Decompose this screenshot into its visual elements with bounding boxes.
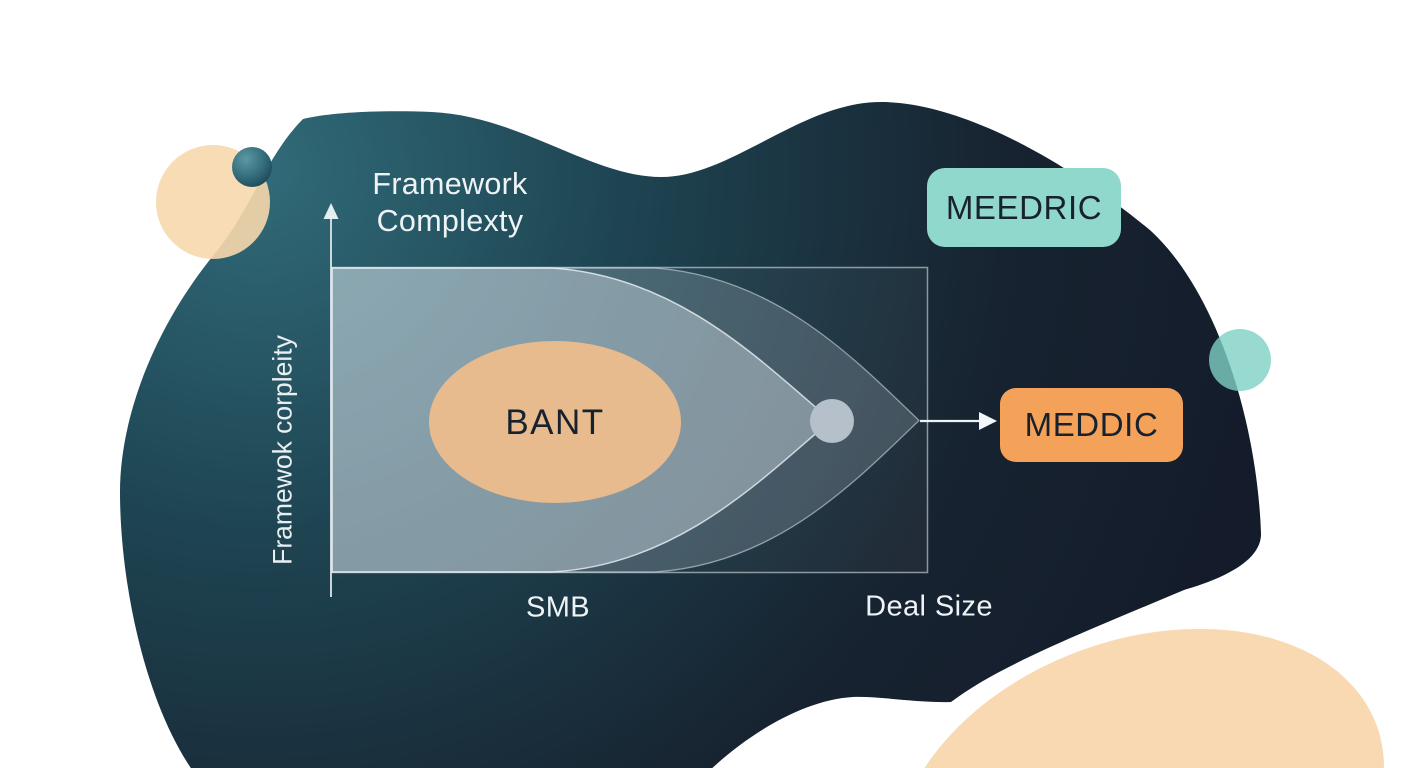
meddic-arrowhead-icon [979,412,997,430]
chart-title-line1: Framework [372,167,528,201]
y-axis-arrowhead-icon [323,203,339,219]
chart-title: Framework Complexty [352,166,548,240]
chart-title-line2: Complexty [376,204,524,238]
funnel-node-circle [810,399,854,443]
meddic-badge: MEDDIC [1000,388,1183,462]
meedric-badge-label: MEEDRIC [945,188,1103,226]
peach-blob-bottom-right [895,628,1385,768]
meddic-badge-label: MEDDIC [1024,406,1159,443]
y-axis-label: Framewok corpleity [267,335,298,565]
x-axis-label-deal-size: Deal Size [865,590,993,623]
bant-node-label: BANT [505,403,605,442]
mint-circle-right [1209,329,1271,391]
meedric-badge: MEEDRIC [927,168,1121,247]
x-axis-label-smb: SMB [525,591,591,624]
teal-sphere [232,147,272,187]
bant-ellipse [429,341,681,503]
